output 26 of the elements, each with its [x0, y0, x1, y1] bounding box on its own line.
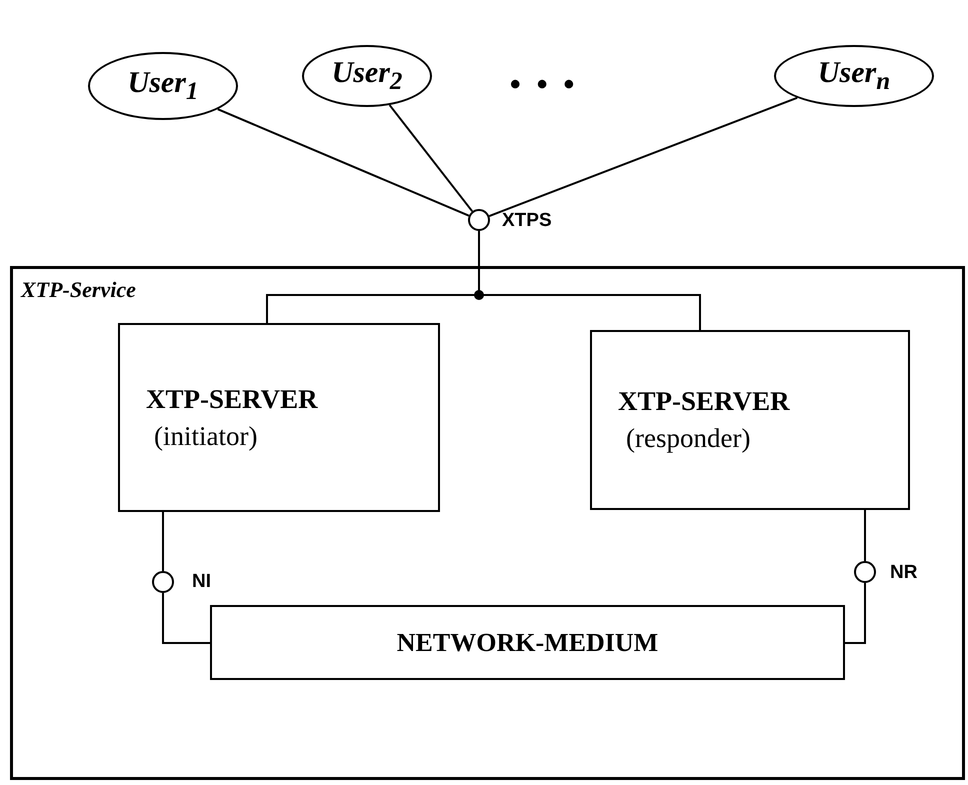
- connector-line: [162, 512, 164, 571]
- server-title: XTP-SERVER: [618, 386, 791, 417]
- interface-circle: [152, 571, 174, 593]
- user-ellipse: User$_{n}$: [774, 45, 934, 107]
- connector-line: [162, 593, 210, 644]
- server-box: [118, 323, 440, 512]
- medium-box: NETWORK-MEDIUM: [210, 605, 845, 680]
- ellipsis-label: • • •: [510, 68, 578, 102]
- connector-line: [217, 108, 470, 217]
- server-title: XTP-SERVER: [146, 384, 319, 414]
- server-box: [590, 330, 910, 510]
- user-ellipse: User$_{1}$: [88, 52, 238, 120]
- server-role: (responder): [626, 423, 752, 454]
- connector-line: [864, 510, 866, 561]
- interface-label: XTPS: [502, 210, 552, 232]
- user-ellipse: User$_{2}$: [302, 45, 432, 107]
- connector-line: [845, 583, 866, 644]
- interface-circle: [854, 561, 876, 583]
- interface-label: NI: [192, 571, 211, 593]
- connector-line: [388, 104, 474, 212]
- frame-title: XTP-Service: [21, 277, 136, 303]
- service-frame: [10, 266, 965, 780]
- connector-line: [488, 96, 798, 217]
- server-role: (initiator): [154, 420, 258, 452]
- interface-label: NR: [890, 562, 918, 584]
- interface-circle: [468, 209, 490, 231]
